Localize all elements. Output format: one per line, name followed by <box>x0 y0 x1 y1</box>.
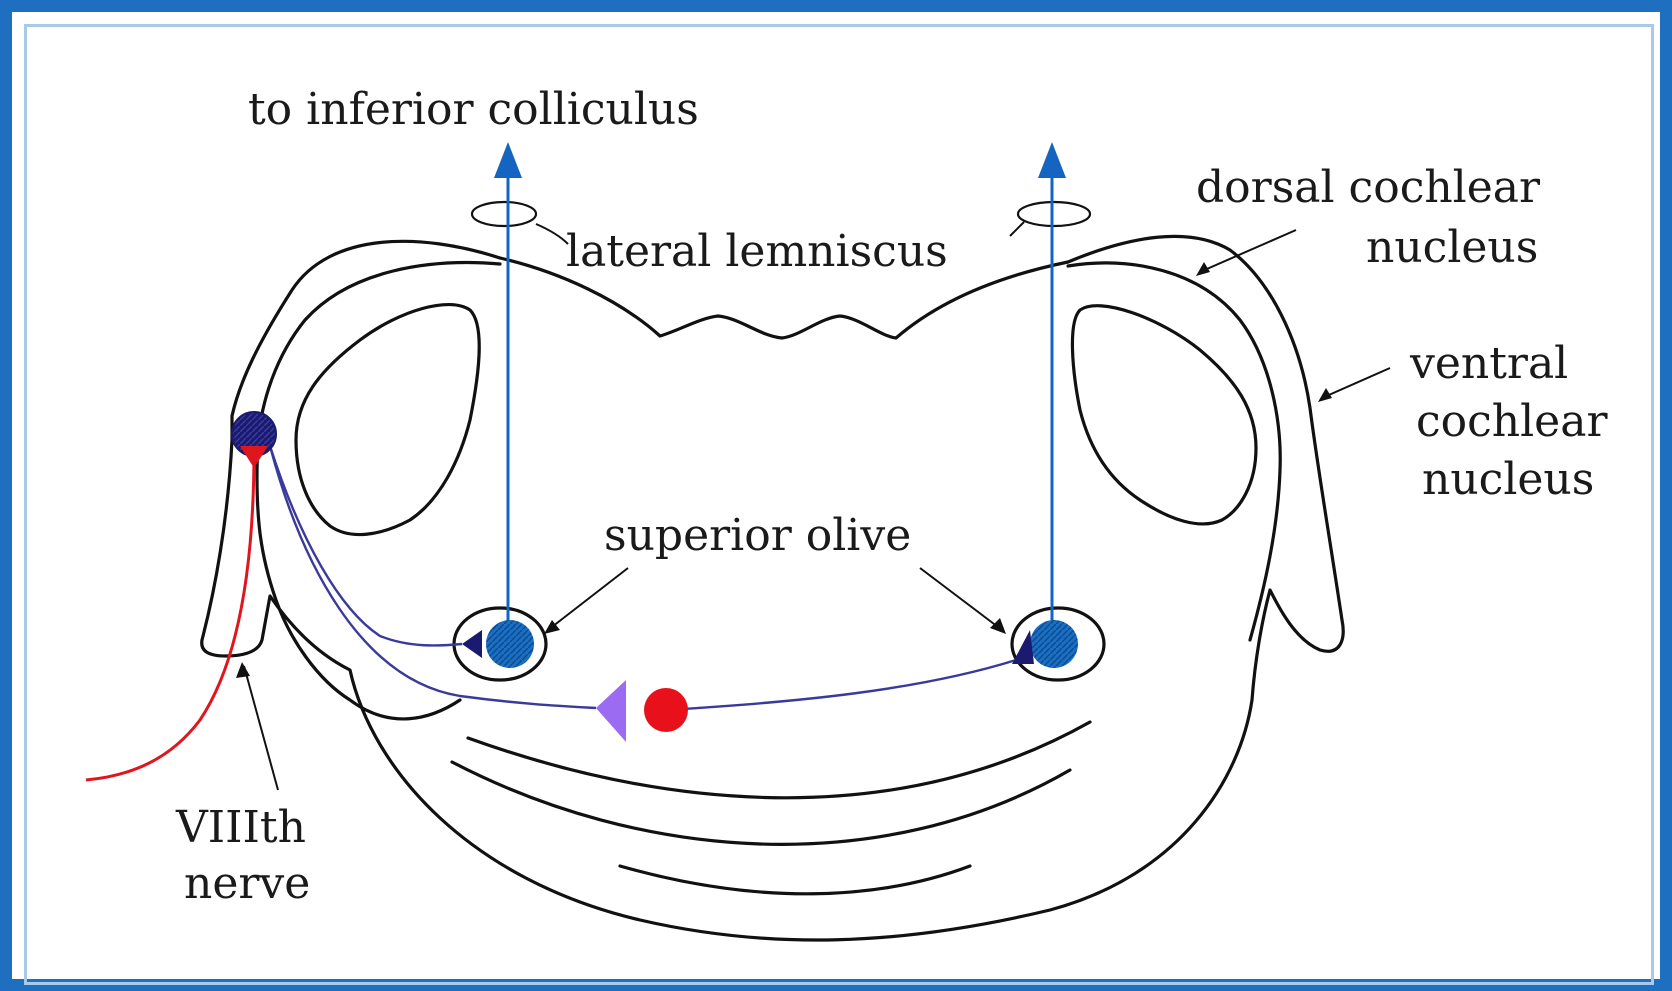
ventral-pointer-head <box>1318 388 1332 402</box>
left-lobe <box>296 305 479 535</box>
dorsal-pointer-head <box>1196 262 1210 276</box>
contralateral-projection <box>270 446 596 708</box>
label-lateral-lemniscus: lateral lemniscus <box>566 226 948 277</box>
label-viiith-nerve-1: VIIIth <box>175 802 306 853</box>
right-olive-terminal <box>1012 630 1034 664</box>
left-ascending-arrowhead <box>494 142 522 178</box>
nerve-pointer <box>244 666 278 790</box>
left-olive-cell <box>486 620 534 668</box>
right-lobe <box>1072 306 1256 524</box>
lemniscus-pointer-left <box>536 224 568 244</box>
label-to-inferior-colliculus: to inferior colliculus <box>248 84 699 135</box>
right-ascending-arrowhead <box>1038 142 1066 178</box>
ventral-tract-3 <box>620 866 970 894</box>
olive-pointer-left <box>548 568 628 630</box>
nerve-pointer-head <box>236 662 250 678</box>
label-ventral-cochlear-3: nucleus <box>1422 454 1594 505</box>
ventral-pointer <box>1322 368 1390 398</box>
label-dorsal-cochlear-2: nucleus <box>1366 222 1538 273</box>
inhibitory-axon <box>666 660 1016 710</box>
inhibitory-neuron <box>644 688 688 732</box>
label-superior-olive: superior olive <box>604 510 911 561</box>
right-lemniscus-ring <box>1018 202 1090 226</box>
brainstem-outline <box>202 236 1343 940</box>
label-ventral-cochlear-2: cochlear <box>1416 396 1608 447</box>
left-cochlear-band <box>257 263 500 719</box>
right-cochlear-band <box>1068 263 1280 640</box>
left-olive-terminal <box>462 630 482 658</box>
olive-pointer-right <box>920 568 1002 630</box>
ventral-tract-1 <box>468 722 1090 798</box>
ventral-tract-2 <box>452 762 1070 844</box>
right-olive-cell <box>1030 620 1078 668</box>
olive-pointer-right-head <box>990 618 1006 634</box>
label-dorsal-cochlear-1: dorsal cochlear <box>1196 162 1541 213</box>
inhibitory-terminal <box>596 680 626 742</box>
left-lemniscus-ring <box>472 202 536 226</box>
nerve-terminal <box>240 446 268 468</box>
lemniscus-pointer-right <box>1010 222 1024 236</box>
label-ventral-cochlear-1: ventral <box>1409 338 1568 389</box>
label-viiith-nerve-2: nerve <box>184 858 310 909</box>
